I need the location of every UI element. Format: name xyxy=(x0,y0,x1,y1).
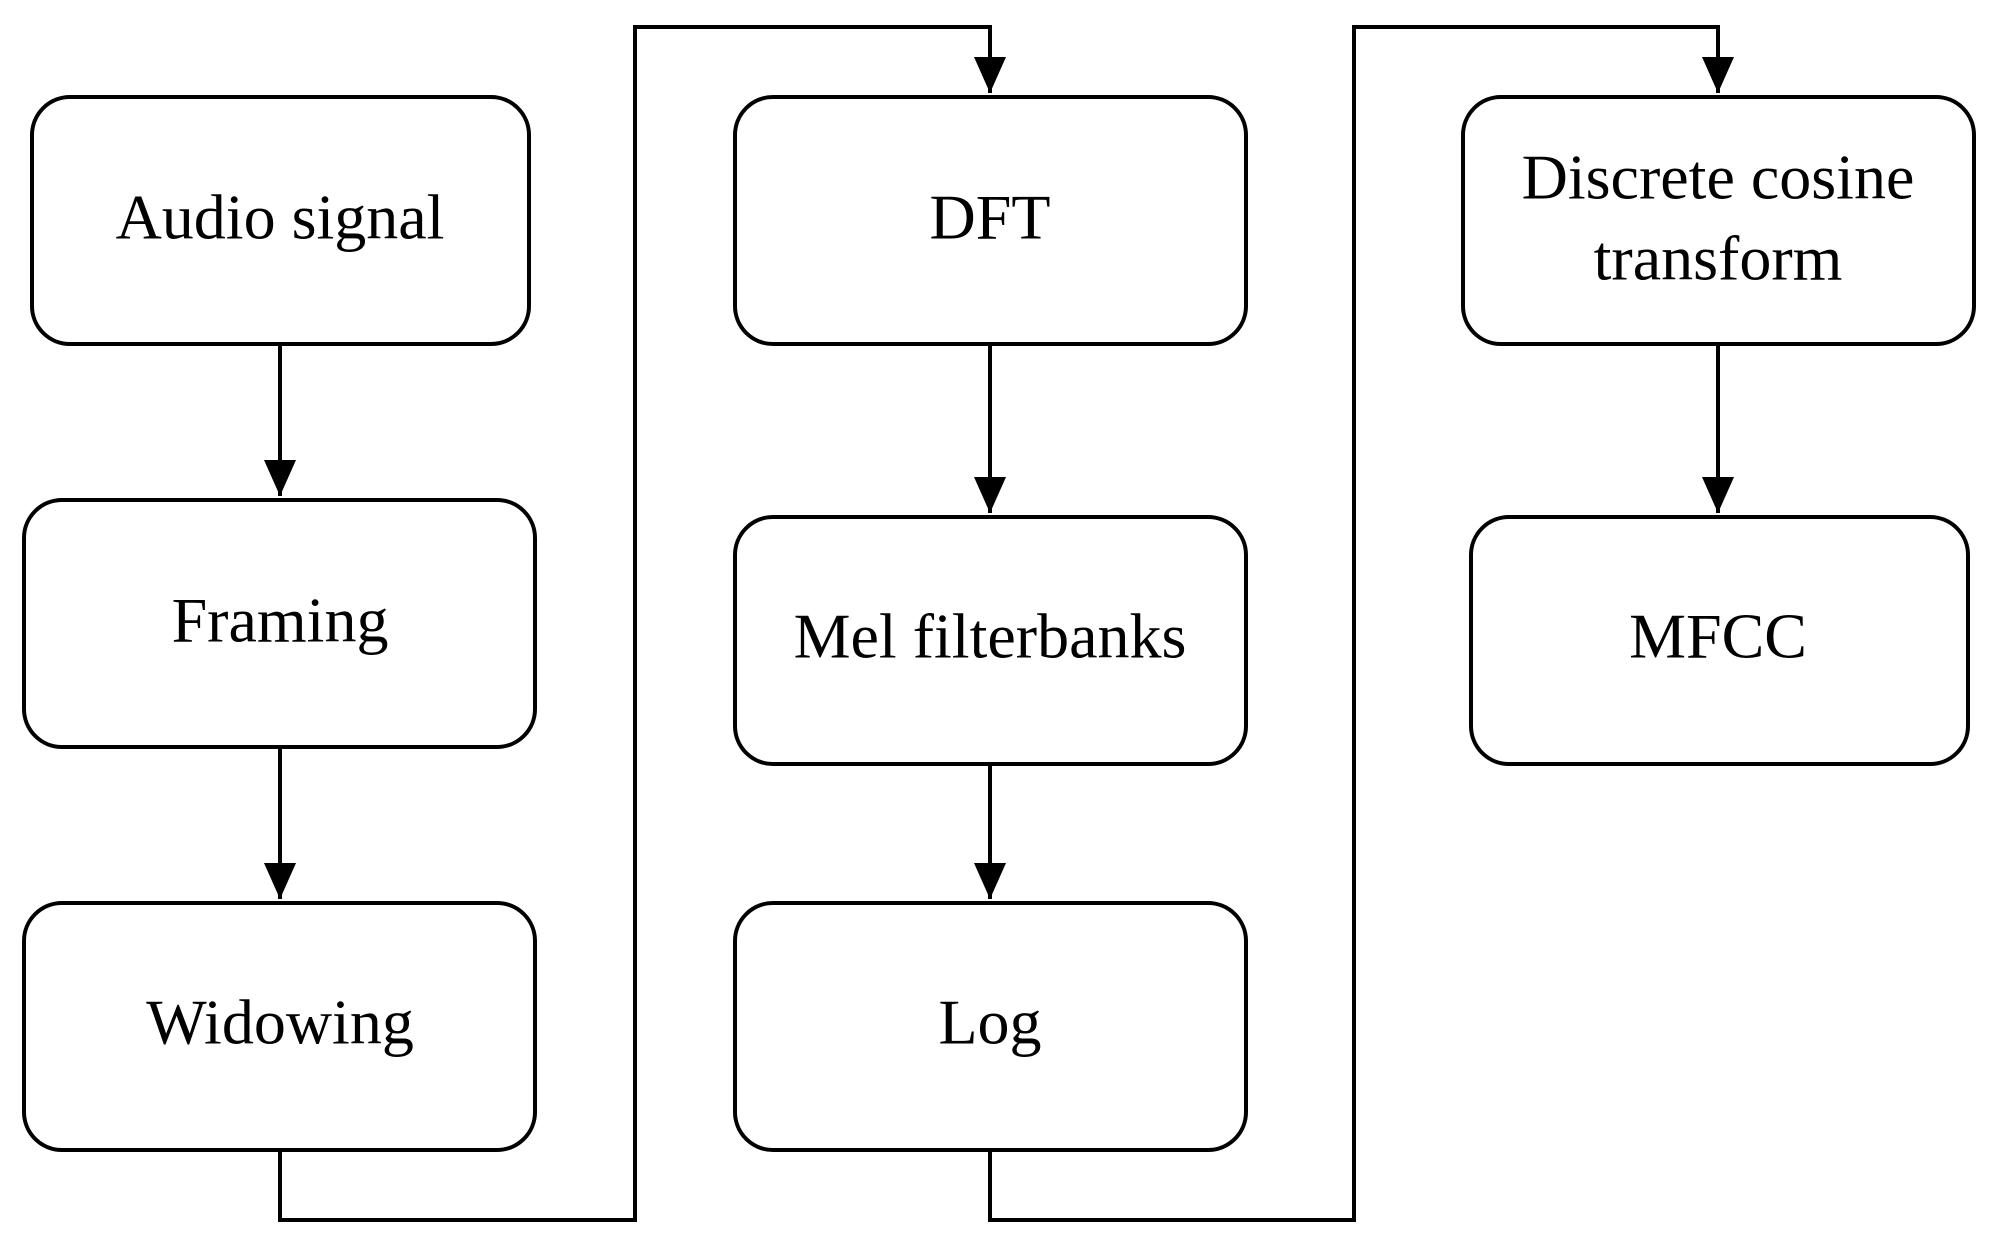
node-audio-signal: Audio signal xyxy=(30,95,531,346)
node-mel-filterbanks-label: Mel filterbanks xyxy=(794,601,1187,672)
node-framing: Framing xyxy=(22,498,537,749)
node-dct-label-line1: Discrete cosine xyxy=(1522,142,1915,213)
node-mel-filterbanks: Mel filterbanks xyxy=(733,515,1248,766)
node-dft: DFT xyxy=(733,95,1248,346)
node-dft-label: DFT xyxy=(930,182,1051,253)
node-windowing-label: Widowing xyxy=(146,987,414,1058)
node-mfcc: MFCC xyxy=(1469,515,1970,766)
node-framing-label: Framing xyxy=(172,585,389,656)
node-log-label: Log xyxy=(938,987,1041,1058)
node-audio-signal-label: Audio signal xyxy=(116,182,445,253)
node-dct-label-line2: transform xyxy=(1594,223,1843,294)
arrow-windowing-to-dft xyxy=(278,25,1006,1222)
node-windowing: Widowing xyxy=(22,901,537,1152)
node-log: Log xyxy=(733,901,1248,1152)
node-mfcc-label: MFCC xyxy=(1629,601,1807,672)
arrow-log-to-dct xyxy=(988,25,1734,1222)
node-dct: Discrete cosine transform xyxy=(1461,95,1976,346)
